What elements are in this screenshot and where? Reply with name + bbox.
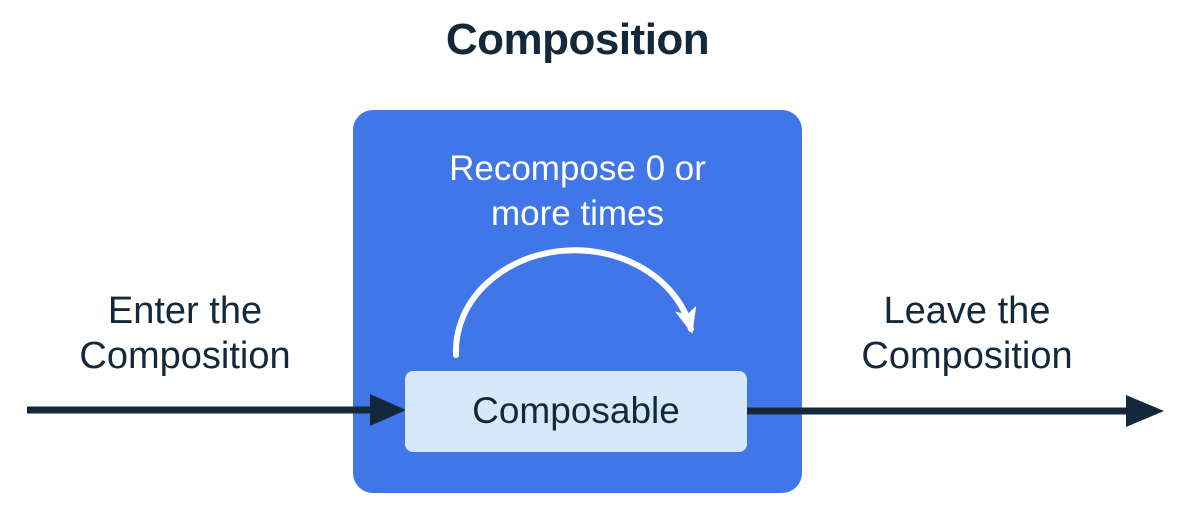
- leave-composition-line1: Leave the: [883, 290, 1051, 332]
- composable-label: Composable: [472, 390, 680, 431]
- leave-composition-line2: Composition: [861, 335, 1073, 377]
- recompose-arc-icon: [452, 247, 697, 358]
- diagram-title: Composition: [445, 15, 710, 64]
- enter-composition-label: Enter the Composition: [40, 289, 330, 379]
- enter-composition-line2: Composition: [79, 335, 291, 377]
- enter-arrow-icon: [27, 394, 406, 426]
- leave-arrow-icon: [747, 395, 1164, 427]
- enter-composition-line1: Enter the: [107, 290, 263, 332]
- recompose-note-line2: more times: [490, 194, 665, 233]
- recompose-note: Recompose 0 or more times: [353, 146, 802, 236]
- leave-composition-label: Leave the Composition: [822, 289, 1112, 379]
- recompose-note-line1: Recompose 0 or: [449, 149, 706, 188]
- composable-box: Composable: [405, 371, 747, 452]
